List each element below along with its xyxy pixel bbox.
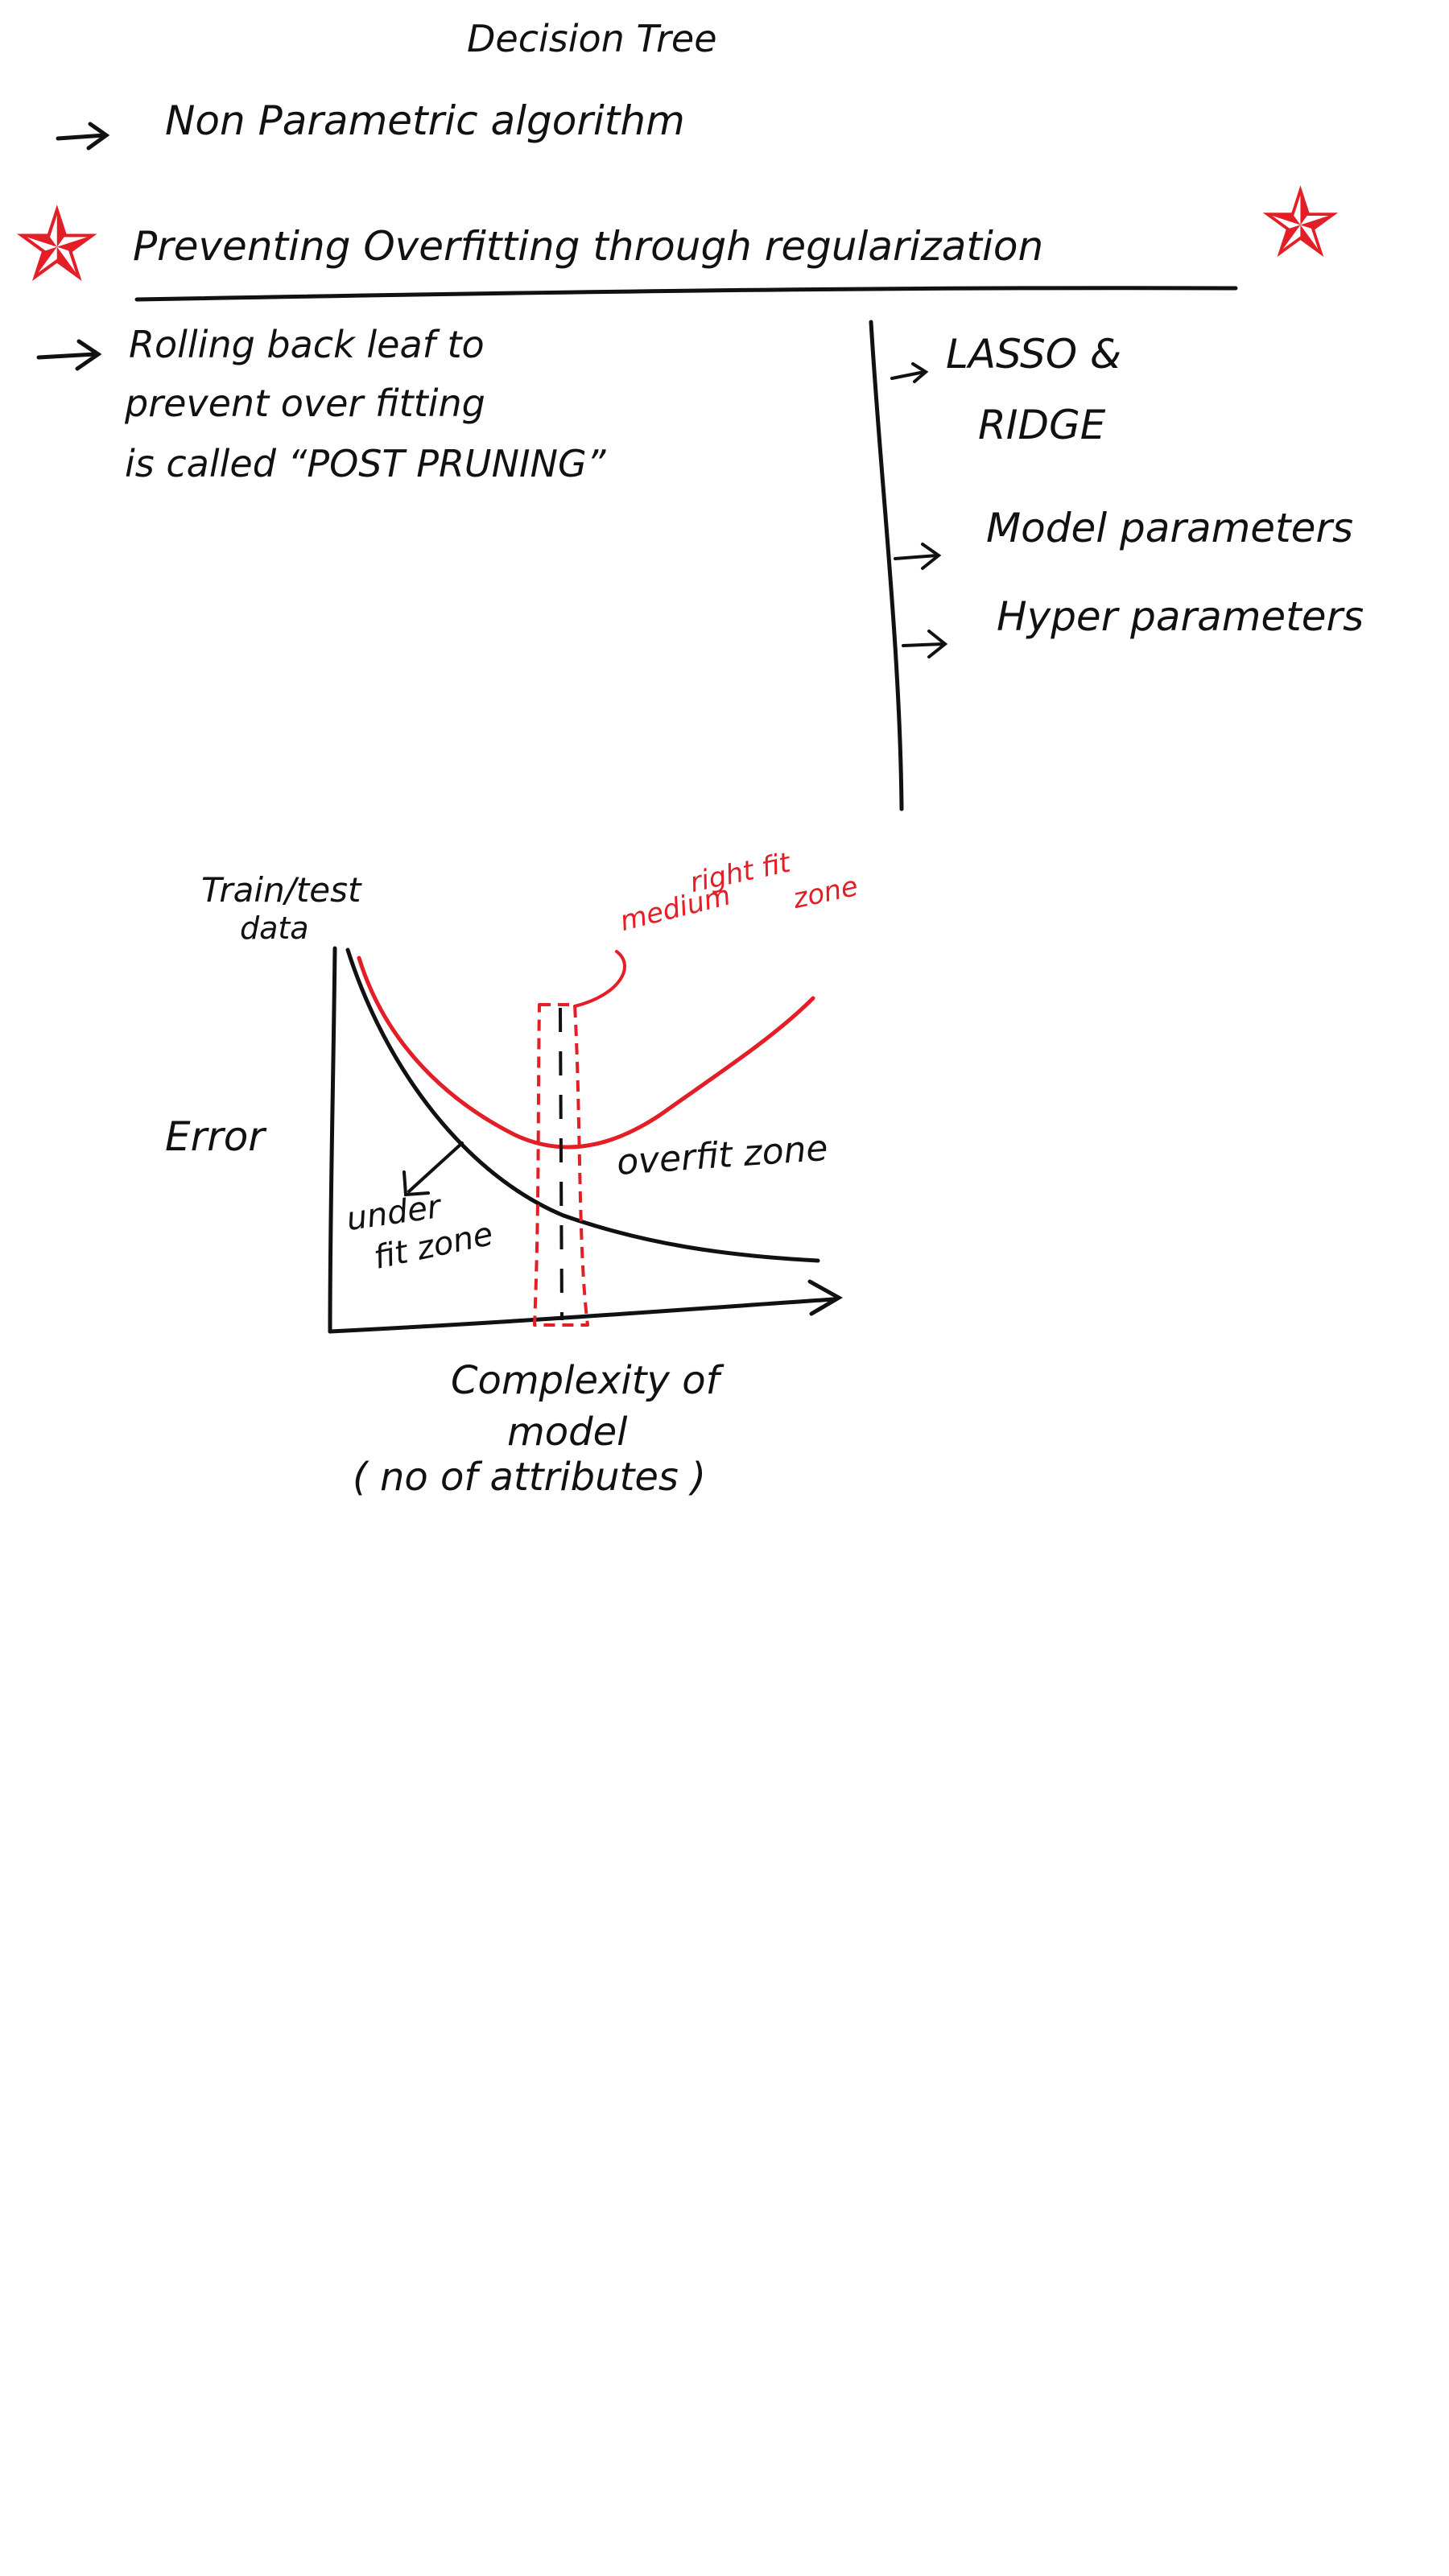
- test-error-curve: [357, 956, 815, 1150]
- note-hyper-parameters: Hyper parameters: [997, 593, 1364, 640]
- note-model-parameters: Model parameters: [986, 505, 1354, 551]
- arrow-icon-1: [56, 122, 110, 151]
- arrow-icon-4: [894, 543, 942, 570]
- graph-ylabel-top: Train/test: [201, 870, 361, 910]
- graph-ylabel-bottom: data: [240, 910, 309, 946]
- graph-ylabel-error: Error: [165, 1113, 265, 1160]
- section-heading: Preventing Overfitting through regulariz…: [133, 223, 1044, 270]
- arrow-icon-2: [36, 339, 102, 371]
- train-error-curve: [345, 947, 820, 1263]
- graph-xlabel-line-2: model: [507, 1410, 628, 1455]
- graph-xlabel-line-3: ( no of attributes ): [353, 1455, 706, 1500]
- left-note-line-2: prevent over fitting: [125, 382, 485, 425]
- star-icon-left: ✯: [14, 186, 100, 304]
- arrow-icon-3: [890, 362, 929, 383]
- left-note-line-3: is called “POST PRUNING”: [125, 442, 606, 485]
- heading-underline: [134, 286, 1238, 302]
- star-icon-right: ✯: [1261, 167, 1340, 279]
- vertical-divider: [869, 320, 904, 811]
- arrow-icon-5: [902, 630, 948, 658]
- underfit-pointer: [402, 1141, 464, 1197]
- zone-pointer: [573, 950, 626, 1008]
- graph-axes: [328, 946, 844, 1334]
- left-note-line-1: Rolling back leaf to: [129, 323, 485, 366]
- note-ridge: RIDGE: [978, 402, 1106, 448]
- right-fit-zone-box: [533, 1003, 589, 1327]
- note-nonparametric: Non Parametric algorithm: [165, 97, 685, 144]
- graph-xlabel-line-1: Complexity of: [451, 1358, 720, 1403]
- zone-center-line: [559, 1007, 564, 1321]
- note-lasso: LASSO &: [946, 331, 1121, 378]
- page-title: Decision Tree: [467, 17, 717, 60]
